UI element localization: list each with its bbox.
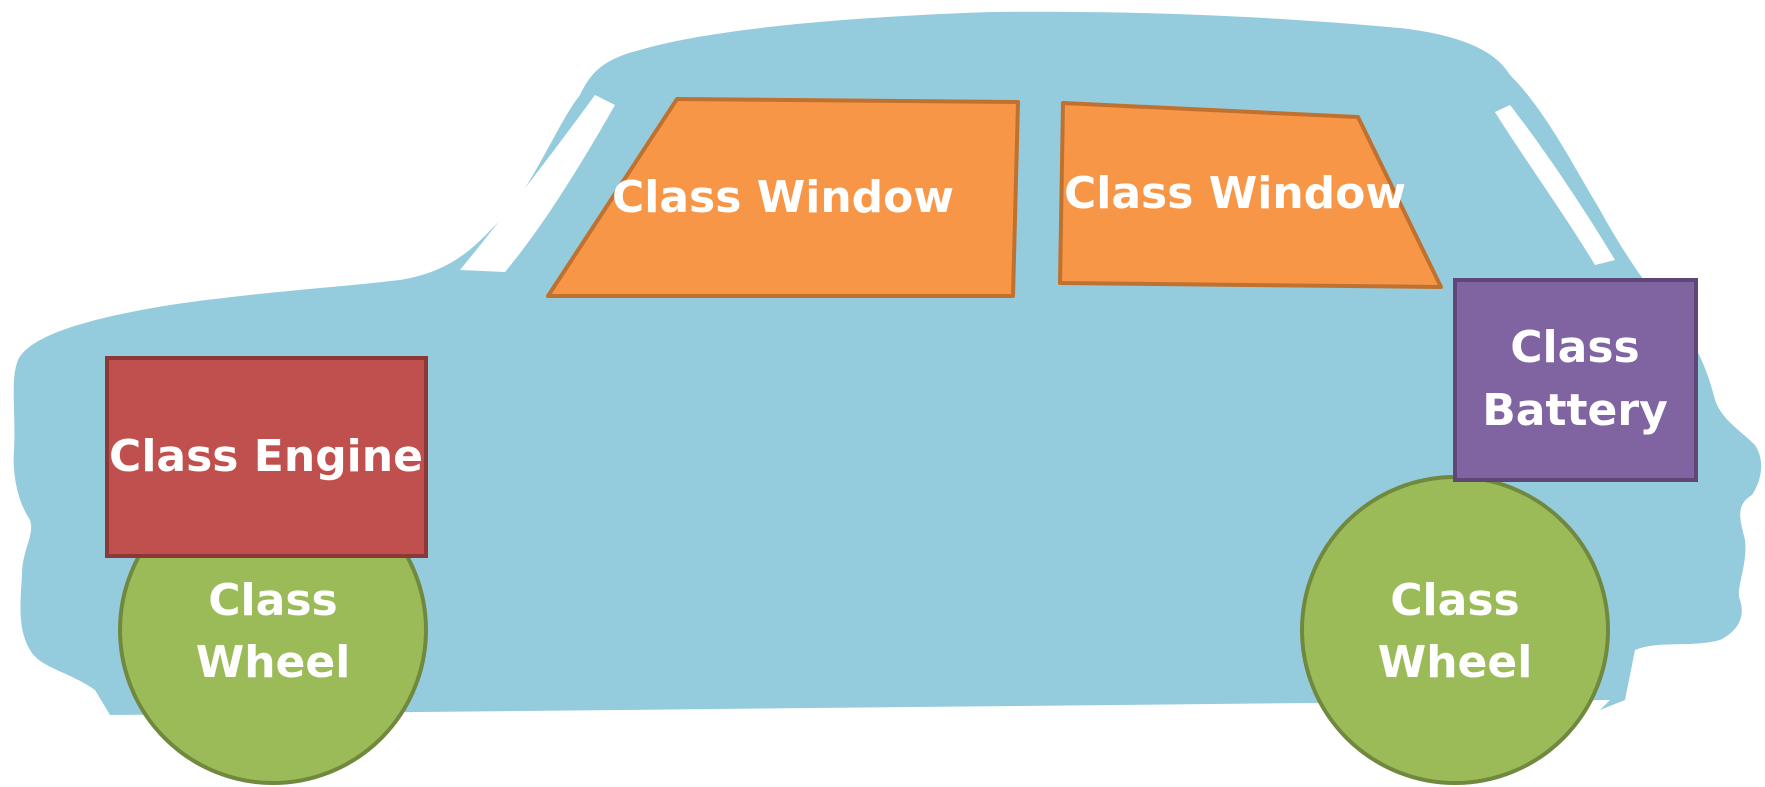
wheel-front-label-line2: Wheel bbox=[196, 637, 351, 688]
battery-label-line2: Battery bbox=[1482, 385, 1668, 436]
window-front-label: Class Window bbox=[612, 172, 954, 223]
window-rear-label: Class Window bbox=[1064, 168, 1406, 219]
car-rear-quarter-glass bbox=[1495, 105, 1615, 265]
battery-label-line1: Class bbox=[1510, 322, 1639, 373]
wheel-rear-circle bbox=[1300, 475, 1610, 785]
wheel-rear-label-line2: Wheel bbox=[1378, 637, 1533, 688]
engine-box bbox=[105, 356, 428, 558]
window-front-box bbox=[546, 97, 1020, 298]
battery-box bbox=[1453, 278, 1698, 482]
wheel-front-label-line1: Class bbox=[208, 575, 337, 626]
engine-label: Class Engine bbox=[109, 431, 423, 482]
wheel-rear-label-line1: Class bbox=[1390, 575, 1519, 626]
car-front-quarter-glass bbox=[460, 95, 615, 272]
window-rear-box bbox=[1058, 101, 1443, 289]
